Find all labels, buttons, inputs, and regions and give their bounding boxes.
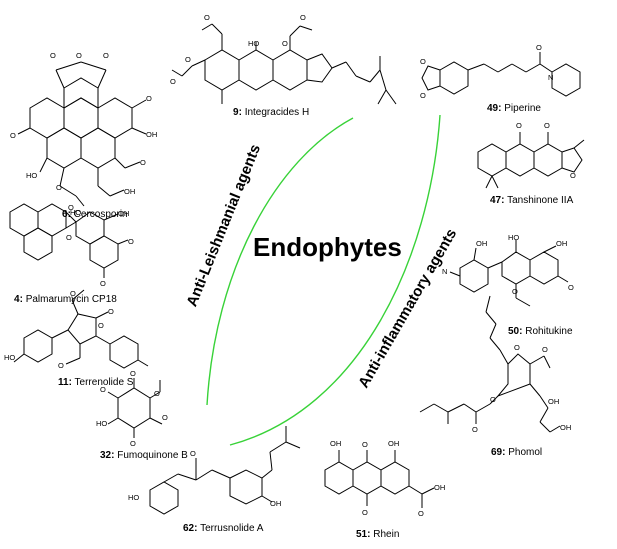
- label-piperine: 49: Piperine: [487, 103, 541, 114]
- atom-o: O: [185, 55, 191, 64]
- atom-o: O: [100, 385, 106, 394]
- atom-oh: OH: [330, 439, 341, 448]
- atom-o: O: [490, 395, 496, 404]
- atom-n: N: [548, 73, 553, 82]
- atom-o: O: [570, 171, 576, 180]
- structure-palmarumycin: O O OH O O: [9, 203, 134, 288]
- atom-ho: HO: [26, 171, 37, 180]
- label-terrusnolide-a: 62: Terrusnolide A: [183, 523, 264, 534]
- atom-oh: OH: [476, 239, 487, 248]
- atom-o: O: [108, 307, 114, 316]
- atom-o: O: [130, 439, 136, 448]
- atom-o: O: [514, 343, 520, 352]
- atom-o: O: [544, 121, 550, 130]
- atom-oh: OH: [146, 130, 157, 139]
- atom-ho: HO: [96, 419, 107, 428]
- atom-o: O: [516, 121, 522, 130]
- left-arc: [206, 117, 354, 406]
- label-rhein: 51: Rhein: [356, 529, 400, 540]
- atom-oh: OH: [124, 187, 135, 196]
- atom-o: O: [362, 440, 368, 449]
- atom-o: O: [204, 13, 210, 22]
- atom-n: N: [442, 267, 447, 276]
- atom-ho: HO: [70, 208, 81, 217]
- atom-o: O: [170, 77, 176, 86]
- atom-ho: HO: [4, 353, 15, 362]
- atom-o: O: [98, 321, 104, 330]
- atom-oh: OH: [560, 423, 571, 432]
- atom-o: O: [66, 233, 72, 242]
- atom-o: O: [568, 283, 574, 292]
- atom-o: O: [420, 91, 426, 100]
- label-palmarumycin: 4: Palmarumycin CP18: [14, 294, 117, 305]
- label-fumoquinone-b: 32: Fumoquinone B: [100, 450, 188, 461]
- atom-o: O: [154, 389, 160, 398]
- structure-phomol: O O O O OH OH: [419, 295, 571, 434]
- atom-o: O: [512, 287, 518, 296]
- atom-o: O: [100, 279, 106, 288]
- atom-o: O: [76, 51, 82, 60]
- structure-piperine: O O O N: [420, 43, 581, 100]
- atom-o: O: [50, 51, 56, 60]
- atom-o: O: [10, 131, 16, 140]
- atom-o: O: [130, 369, 136, 378]
- atom-o: O: [103, 51, 109, 60]
- atom-o: O: [300, 13, 306, 22]
- atom-o: O: [146, 94, 152, 103]
- structure-terrusnolide-a: O OH HO: [128, 426, 301, 515]
- label-cercosporin: 6: Cercosporin: [62, 209, 128, 220]
- atom-o: O: [420, 57, 426, 66]
- right-arc: [229, 114, 441, 446]
- structure-rohitukine: OH HO OH N O O: [442, 233, 574, 307]
- atom-oh: OH: [388, 439, 399, 448]
- atom-oh: OH: [434, 483, 445, 492]
- structure-tanshinone: O O O: [477, 121, 585, 189]
- label-tanshinone: 47: Tanshinone IIA: [490, 195, 574, 206]
- atom-o: O: [128, 237, 134, 246]
- label-rohitukine: 50: Rohitukine: [508, 326, 573, 337]
- structure-cercosporin: O O O O O OH HO O OH HO O: [10, 51, 157, 217]
- structure-terrenolide-s: HO O O O O: [4, 289, 149, 370]
- label-phomol: 69: Phomol: [491, 447, 543, 458]
- atom-o: O: [58, 361, 64, 370]
- atom-o: O: [362, 508, 368, 517]
- atom-ho: HO: [248, 39, 259, 48]
- structure-fumoquinone-b: O O O O HO O: [96, 369, 168, 448]
- atom-oh: OH: [548, 397, 559, 406]
- atom-oh: OH: [118, 209, 129, 218]
- structure-integracides-h: O O O HO O O: [170, 13, 397, 105]
- atom-ho: HO: [128, 493, 139, 502]
- atom-o: O: [140, 158, 146, 167]
- atom-o: O: [162, 413, 168, 422]
- label-terrenolide-s: 11: Terrenolide S: [58, 377, 134, 388]
- atom-o: O: [56, 183, 62, 192]
- atom-o: O: [472, 425, 478, 434]
- atom-o: O: [542, 345, 548, 354]
- atom-o: O: [418, 509, 424, 518]
- atom-o: O: [536, 43, 542, 52]
- atom-ho: HO: [508, 233, 519, 242]
- atom-o: O: [282, 39, 288, 48]
- atom-oh: OH: [270, 499, 281, 508]
- atom-o: O: [70, 289, 76, 298]
- label-integracides-h: 9: Integracides H: [233, 107, 310, 118]
- structure-rhein: O O OH OH OH O: [324, 439, 445, 518]
- atom-oh: OH: [556, 239, 567, 248]
- center-title: Endophytes: [253, 232, 402, 262]
- atom-o: O: [190, 449, 196, 458]
- atom-o: O: [68, 203, 74, 212]
